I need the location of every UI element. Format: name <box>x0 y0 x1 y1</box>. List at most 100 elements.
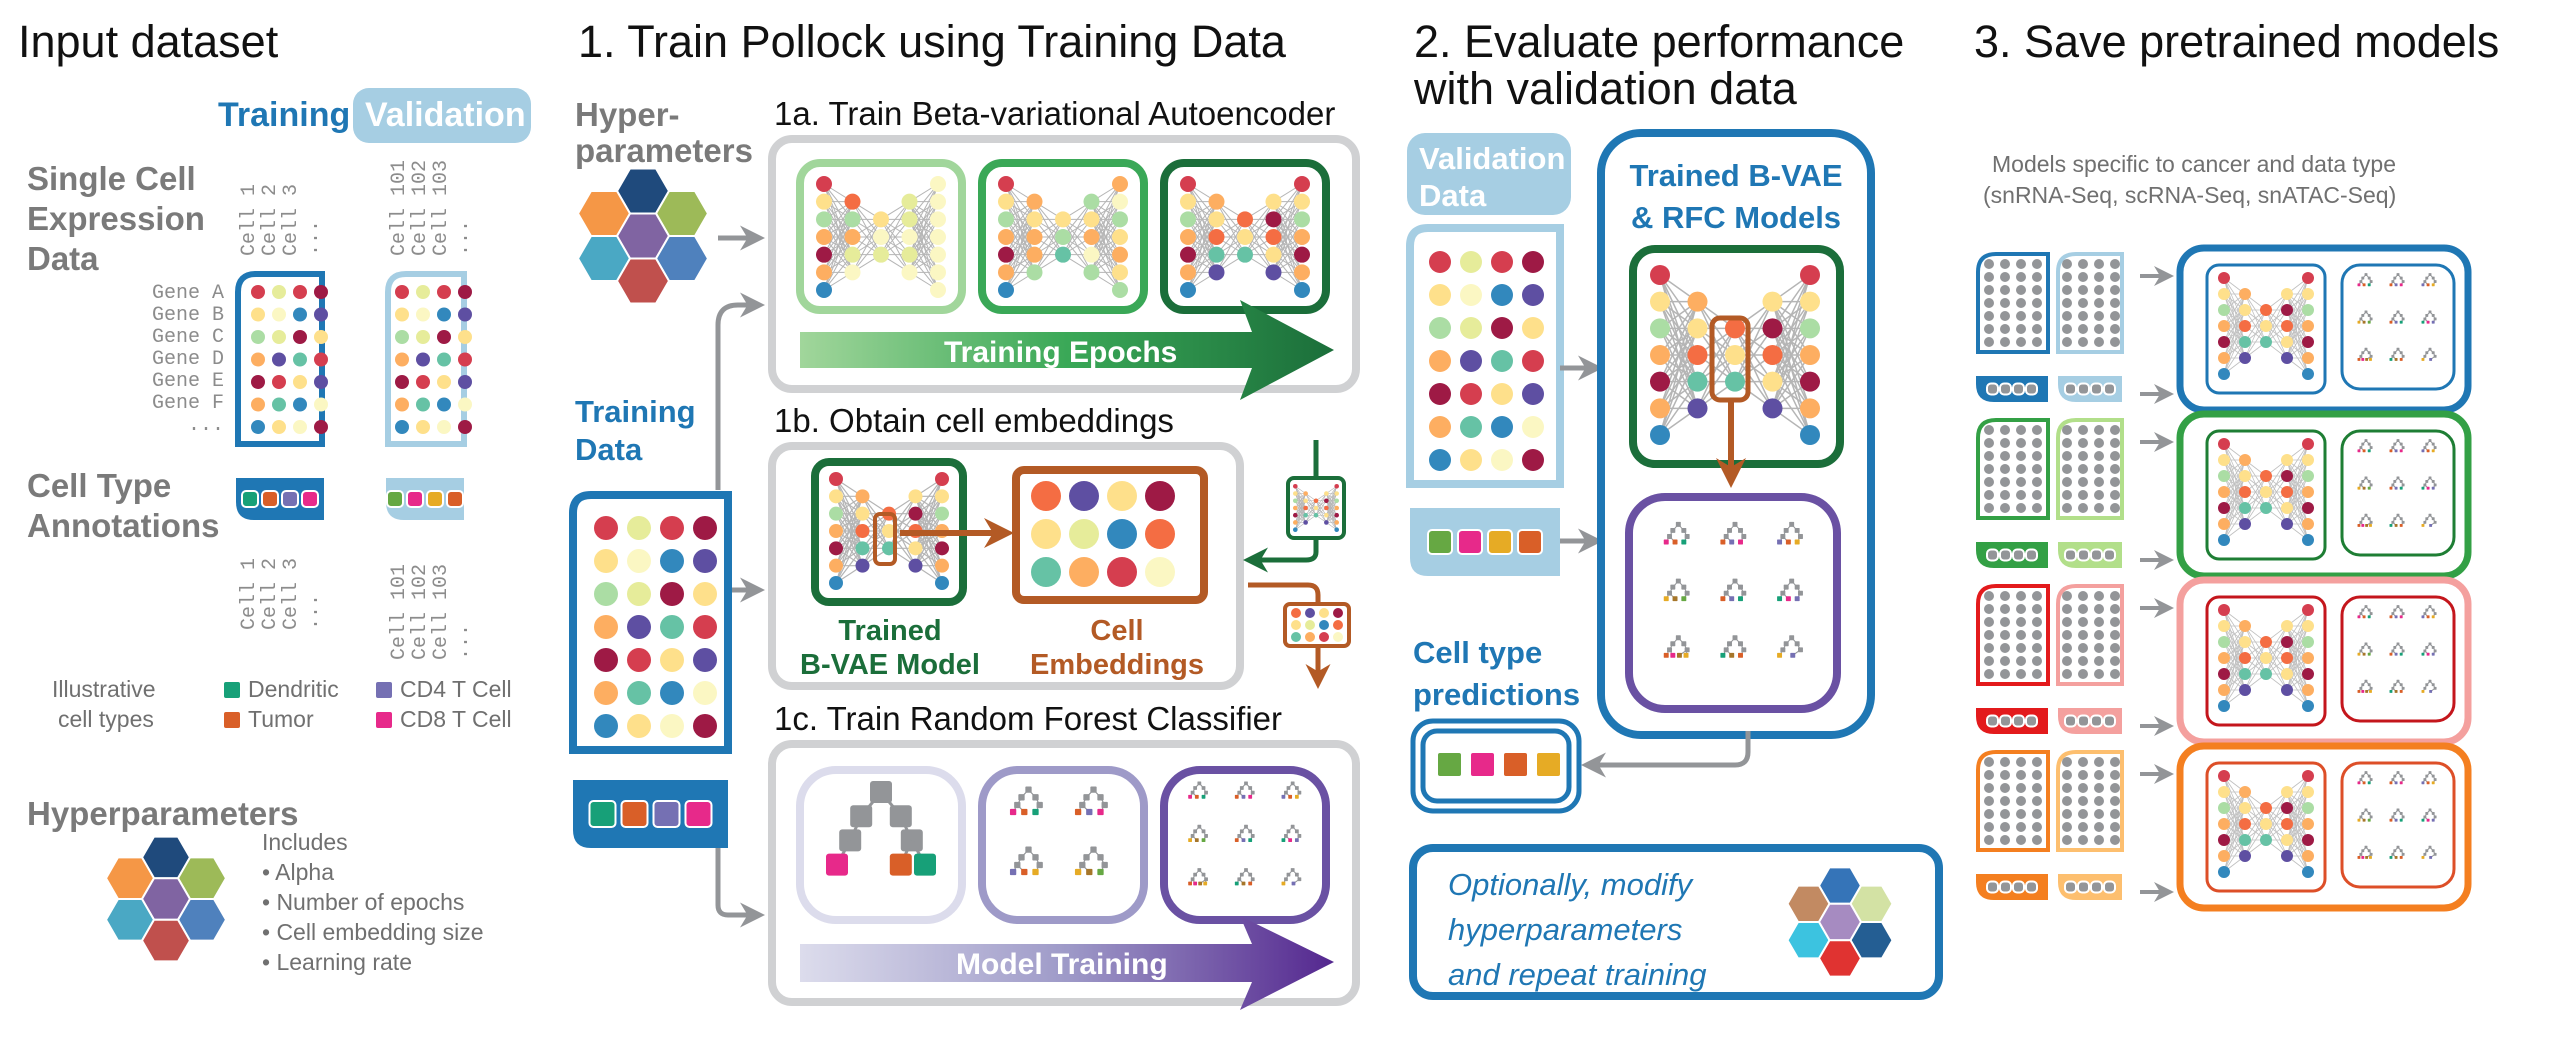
cell-type-square <box>2077 382 2090 396</box>
tree-leaf <box>1294 838 1299 843</box>
embedding-dot <box>1305 632 1315 642</box>
expression-dot <box>2078 477 2088 487</box>
tree-leaf <box>2389 818 2393 822</box>
cell-label: Cell 3 <box>280 558 303 630</box>
tree-leaf <box>2431 652 2435 656</box>
expression-dot <box>2000 591 2010 601</box>
tree-leaf <box>2426 818 2430 822</box>
network-node <box>1112 282 1128 298</box>
cell-type-square <box>1986 382 1999 396</box>
tree-leaf <box>2399 856 2403 859</box>
cell-embeddings-label-2: Embeddings <box>1030 649 1204 681</box>
tree-node <box>2364 273 2368 276</box>
tree-node <box>2428 513 2432 517</box>
step1-section: 1. Train Pollock using Training Data Hyp… <box>569 16 1360 1010</box>
expression-dot <box>2094 451 2104 461</box>
tree-node <box>1286 829 1291 834</box>
network-node <box>2281 502 2293 514</box>
cell-type-square <box>301 490 319 508</box>
tree-node <box>1738 527 1743 533</box>
expression-dot <box>293 285 307 299</box>
network-node <box>1293 491 1298 496</box>
expression-dot <box>272 307 286 322</box>
expression-dot <box>2062 272 2072 282</box>
tree-leaf <box>2362 652 2366 656</box>
tree-node <box>1097 794 1104 801</box>
tree-node <box>1101 801 1108 809</box>
network-node <box>2239 802 2251 814</box>
tree-leaf <box>2426 449 2430 453</box>
step1-title: 1. Train Pollock using Training Data <box>578 16 1287 67</box>
network-node <box>2302 368 2314 380</box>
tree-node <box>1675 521 1681 527</box>
network-edge <box>1326 486 1337 509</box>
tree-node <box>2396 771 2400 774</box>
network-node <box>930 193 946 210</box>
expression-dot <box>2016 337 2026 347</box>
expression-dot <box>2078 490 2088 500</box>
expression-dot <box>2110 464 2120 474</box>
annotation-bar <box>236 478 324 520</box>
network-node <box>855 541 870 556</box>
network-node <box>2281 320 2293 332</box>
expression-dot <box>1491 383 1513 405</box>
expression-label-2: Expression <box>27 200 205 237</box>
network-node <box>844 246 861 263</box>
tree-node <box>889 805 912 828</box>
tree-node <box>1018 794 1025 801</box>
expression-dot <box>1984 490 1994 500</box>
cell-type-square <box>2012 880 2025 894</box>
network-node <box>816 193 832 210</box>
network-edge <box>2286 657 2309 691</box>
legend-title-1: Illustrative <box>52 676 156 702</box>
legend-swatch <box>224 712 240 728</box>
tree-node <box>2367 645 2371 649</box>
embedding-dot <box>1145 557 1175 587</box>
tree-leaf <box>1738 539 1743 545</box>
tree-leaf <box>2431 818 2435 822</box>
network-edge <box>2265 293 2288 343</box>
tree-node <box>2428 808 2432 812</box>
network-node <box>1303 505 1308 511</box>
network-node <box>1180 264 1196 281</box>
tree-leaf <box>2399 320 2403 324</box>
cell-label: Cell 103 <box>430 564 453 660</box>
tree-leaf <box>1294 794 1299 799</box>
tree-leaf <box>2357 524 2361 527</box>
gene-label: Gene D <box>152 348 224 371</box>
expression-dot <box>2094 617 2104 627</box>
network-node <box>2218 368 2230 380</box>
cell-type-square <box>1999 880 2012 894</box>
network-edge <box>1326 500 1337 523</box>
cell-type-square <box>2025 714 2038 728</box>
tree-node <box>1025 846 1032 853</box>
bottleneck-highlight <box>873 512 897 566</box>
network-node <box>2218 518 2230 530</box>
embeddings-out-line <box>1248 582 1321 604</box>
network-edge <box>2244 491 2267 525</box>
tree-leaf <box>2399 690 2403 693</box>
network-node <box>998 176 1014 192</box>
tree-leaf <box>1785 539 1791 545</box>
expression-dot <box>2078 285 2088 295</box>
embedding-dot <box>1291 608 1301 618</box>
network-edge <box>2223 293 2246 343</box>
expression-dot <box>1522 350 1544 372</box>
network-node <box>2218 866 2230 878</box>
step2-title-2: with validation data <box>1413 63 1798 114</box>
network-node <box>2302 518 2314 530</box>
network-node <box>998 229 1014 245</box>
expression-dot <box>1491 251 1513 273</box>
expression-label-1: Single Cell <box>27 160 196 197</box>
tree-node <box>1025 786 1032 793</box>
network-node <box>901 211 918 228</box>
expression-dot <box>2016 451 2026 461</box>
step3-subtitle-1: Models specific to cancer and data type <box>1992 151 2396 177</box>
expression-dot <box>2094 259 2104 269</box>
network-edge <box>2265 791 2288 841</box>
tree-leaf <box>1188 794 1192 799</box>
network-edge <box>2286 443 2309 509</box>
expression-dot <box>314 307 328 322</box>
tree-leaf <box>1676 652 1682 658</box>
network-node <box>2281 620 2293 632</box>
